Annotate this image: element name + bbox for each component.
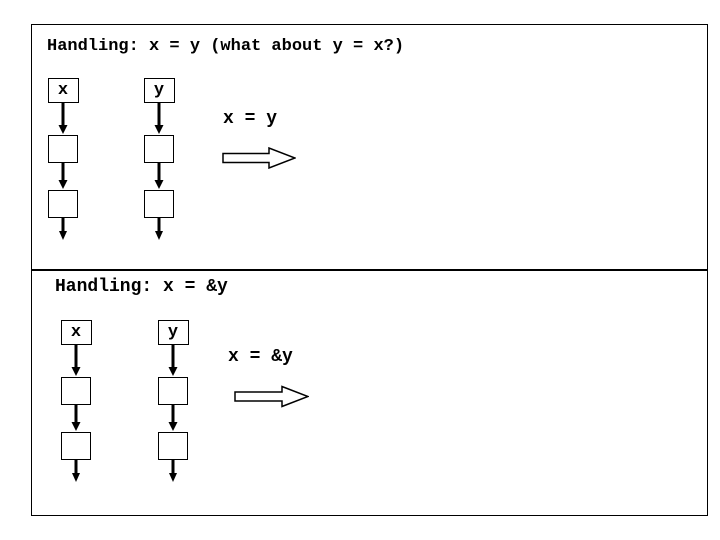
variable-box: x — [60, 320, 92, 345]
variable-box: y — [157, 320, 189, 345]
down-arrow-icon — [58, 163, 68, 189]
panel-title: Handling: x = y (what about y = x?) — [47, 37, 405, 56]
down-arrow-icon — [154, 163, 164, 189]
pointer-chain-x: x — [60, 320, 92, 482]
list-node-box — [158, 432, 188, 460]
dangling-down-arrow-icon — [72, 460, 80, 482]
list-node-box — [61, 432, 91, 460]
down-arrow-icon — [58, 103, 68, 134]
right-arrow-icon — [222, 147, 296, 169]
list-node-box — [144, 190, 174, 218]
pointer-chain-y: y — [157, 320, 189, 482]
variable-label: x — [70, 323, 82, 342]
down-arrow-icon — [71, 405, 81, 431]
dangling-down-arrow-icon — [59, 218, 67, 240]
operation-label: x = y — [223, 109, 278, 129]
right-arrow-icon — [234, 385, 309, 408]
variable-label: y — [153, 81, 165, 100]
down-arrow-icon — [71, 345, 81, 376]
pointer-chain-x: x — [47, 78, 79, 240]
dangling-down-arrow-icon — [169, 460, 177, 482]
pointer-chain-y: y — [143, 78, 175, 240]
list-node-box — [48, 190, 78, 218]
variable-label: x — [57, 81, 69, 100]
down-arrow-icon — [154, 103, 164, 134]
variable-box: y — [143, 78, 175, 103]
panel-handling-x-equals-addr-y: Handling: x = &y x y — [31, 270, 708, 516]
list-node-box — [61, 377, 91, 405]
list-node-box — [144, 135, 174, 163]
down-arrow-icon — [168, 345, 178, 376]
down-arrow-icon — [168, 405, 178, 431]
panel-handling-x-equals-y: Handling: x = y (what about y = x?) x — [31, 24, 708, 270]
panel-title: Handling: x = &y — [55, 277, 228, 297]
list-node-box — [158, 377, 188, 405]
variable-label: y — [167, 323, 179, 342]
dangling-down-arrow-icon — [155, 218, 163, 240]
list-node-box — [48, 135, 78, 163]
operation-label: x = &y — [228, 347, 293, 367]
variable-box: x — [47, 78, 79, 103]
